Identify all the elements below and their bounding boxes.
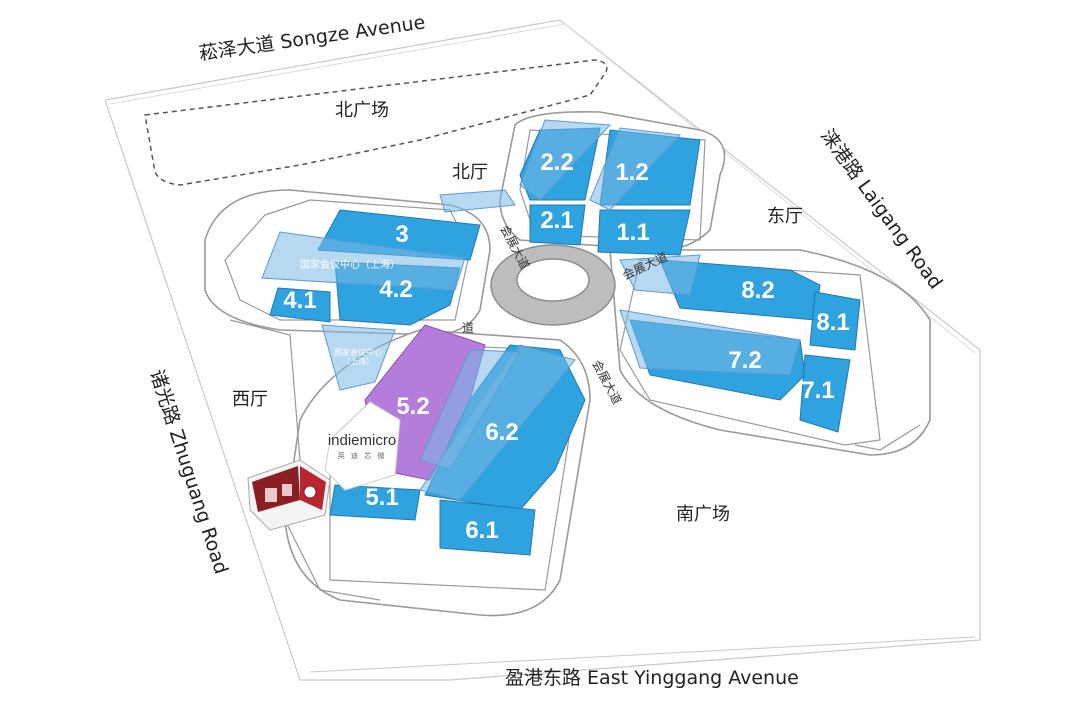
overlay-ramps — [261, 119, 801, 501]
hall-8-1-label: 8.1 — [816, 309, 849, 336]
booth-marker[interactable]: indiemicro 英 迪 芯 微 — [324, 401, 401, 491]
hall-8-1-block[interactable] — [809, 291, 861, 351]
north-plaza-label: 北广场 — [335, 100, 389, 121]
north-ramp-2 — [589, 127, 682, 211]
hall-6-1-label: 6.1 — [465, 517, 498, 544]
ncc-label-left-2: （上海） — [342, 356, 374, 366]
booth-image-icon — [247, 459, 331, 531]
hall-5-1-label: 5.1 — [365, 484, 398, 511]
site-boundary-inner — [109, 23, 976, 354]
hall-5-1-block[interactable] — [329, 484, 421, 521]
south-boundary-line — [309, 636, 976, 673]
hall-7-1-label: 7.1 — [801, 377, 834, 404]
west-hall-label: 西厅 — [232, 389, 268, 410]
north-hall-label: 北厅 — [452, 162, 488, 183]
south-plaza-label: 南广场 — [676, 504, 730, 525]
road-label-west: 诸光路 Zhuguang Road — [145, 367, 232, 577]
hall-2-1-block[interactable] — [529, 204, 586, 246]
central-ring — [490, 244, 616, 326]
hall-2-1-label: 2.1 — [540, 207, 573, 234]
north-plaza-outline — [144, 59, 608, 186]
hall-2-2-label: 2.2 — [540, 149, 573, 176]
east-hall-label: 东厅 — [767, 206, 803, 227]
hall-4-1-block[interactable] — [269, 287, 331, 323]
south-ramp-2 — [419, 349, 521, 471]
hall-5-2-label: 5.2 — [396, 393, 429, 420]
east-ramp-2 — [619, 309, 801, 376]
north-ramp — [519, 119, 612, 201]
road-label-south: 盈港东路 East Yinggang Avenue — [505, 667, 799, 689]
hall-labels: 2.2 1.2 2.1 1.1 3 4.1 4.2 8.2 8.1 7.2 7.… — [283, 149, 849, 544]
hall-7-1-block[interactable] — [799, 354, 851, 433]
north-hall-connector — [439, 189, 516, 213]
site-boundary — [104, 19, 981, 681]
east-ramp — [619, 254, 701, 296]
hall-7-2-label: 7.2 — [728, 347, 761, 374]
hall-3-label: 3 — [395, 221, 408, 248]
road-label-north: 菘泽大道 Songze Avenue — [198, 11, 427, 65]
hall-6-1-block[interactable] — [439, 499, 536, 556]
hall-1-1-block[interactable] — [597, 209, 691, 256]
hall-8-2-label: 8.2 — [741, 277, 774, 304]
hall-1-1-label: 1.1 — [616, 219, 649, 246]
hall-6-2-label: 6.2 — [485, 419, 518, 446]
hall-4-1-label: 4.1 — [283, 287, 316, 314]
avenue-label-sw: 道 — [462, 321, 474, 335]
ncc-left-overlay — [321, 324, 396, 391]
ncc-label-left-1: 国家会议中心 — [334, 347, 382, 357]
ncc-label-top: 国家会议中心（上海） — [300, 258, 400, 271]
brand-logo-text: indiemicro — [328, 432, 396, 449]
hall-4-2-label: 4.2 — [379, 276, 412, 303]
hall-1-2-label: 1.2 — [615, 159, 648, 186]
ncc-overlay — [261, 231, 466, 291]
brand-sub-text: 英 迪 芯 微 — [338, 451, 387, 460]
